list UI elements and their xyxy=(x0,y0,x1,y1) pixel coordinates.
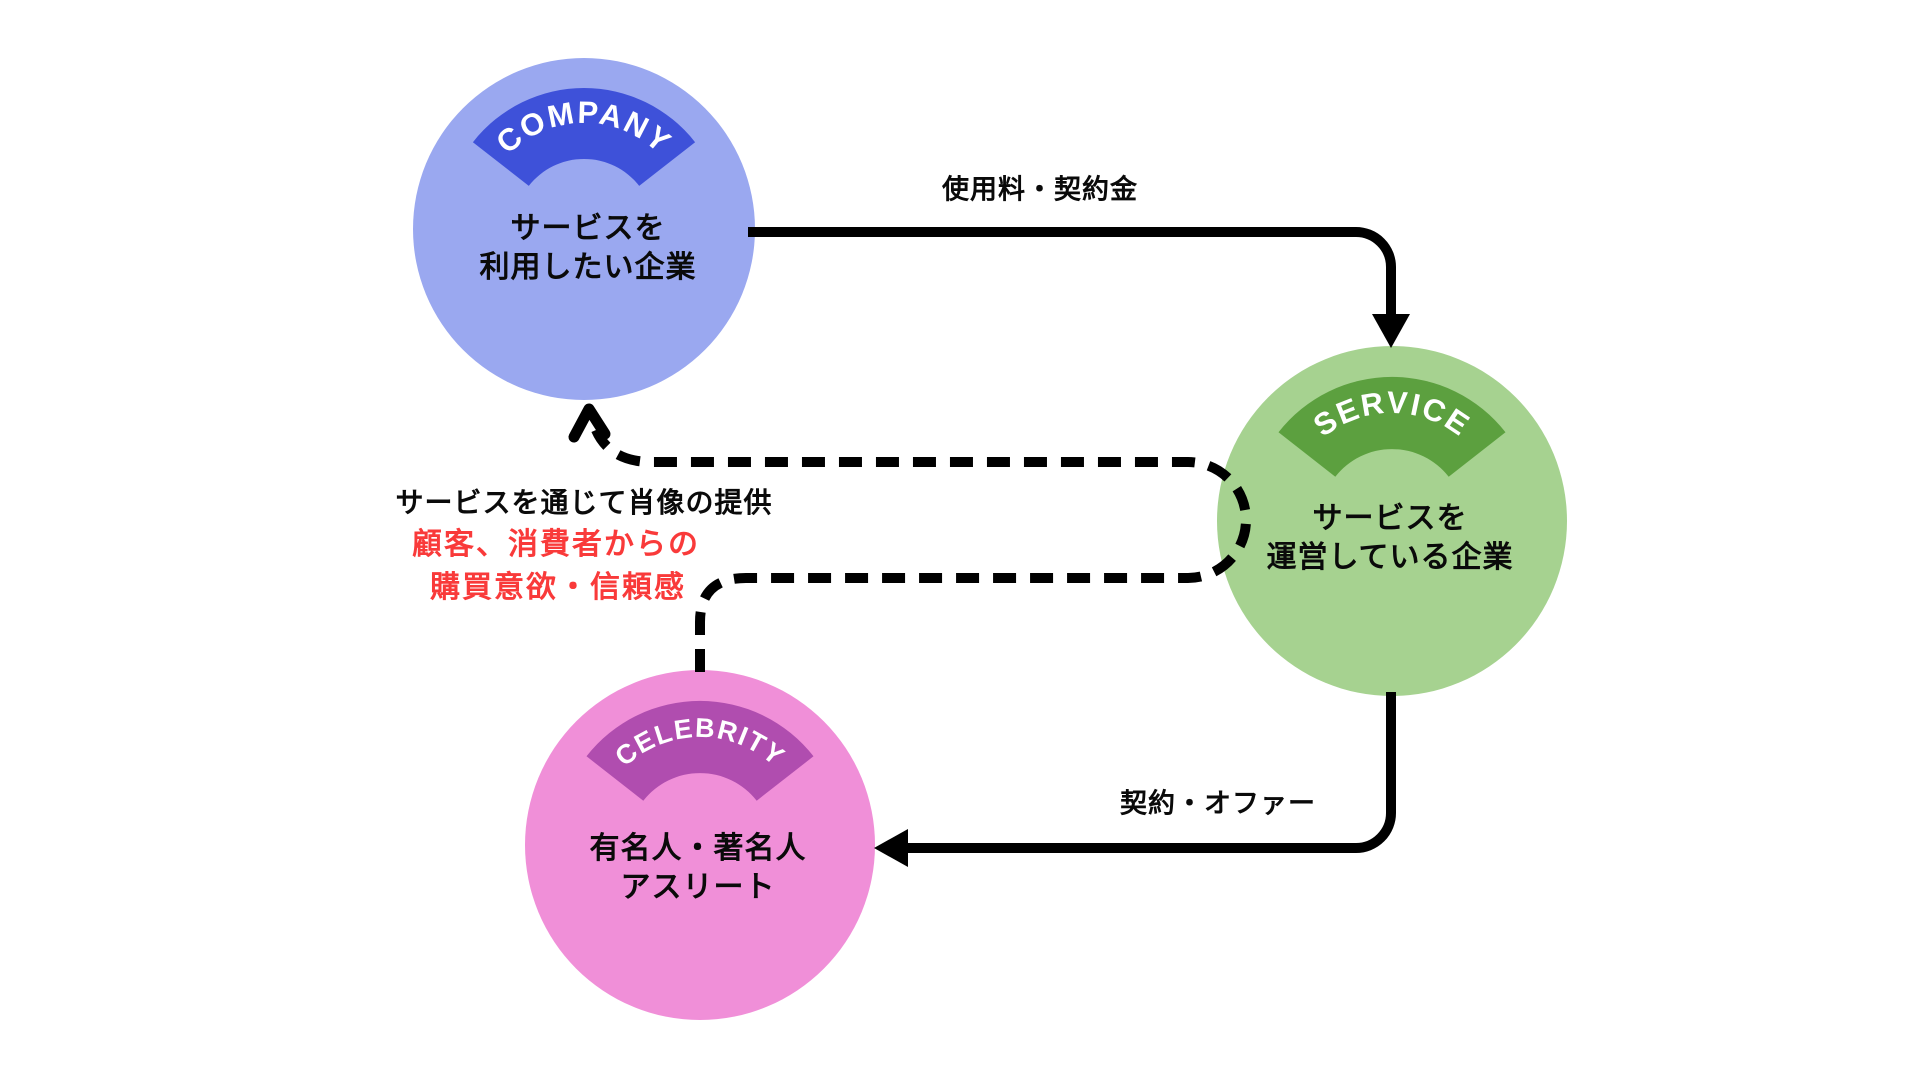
celebrity-label: 有名人・著名人 アスリート xyxy=(590,829,807,907)
contract-offer-label: 契約・オファー xyxy=(1120,788,1316,819)
consumer-trust-label-line1: 顧客、消費者からの xyxy=(412,528,700,561)
company-badge-ribbon xyxy=(472,88,696,186)
celebrity-badge-ribbon xyxy=(586,700,814,801)
service-to-celebrity-arrow xyxy=(874,692,1396,867)
consumer-trust-label-line2: 購買意欲・信頼感 xyxy=(430,571,686,604)
portrait-provision-label: サービスを通じて肖像の提供 xyxy=(395,487,773,518)
celebrity-label-line2: アスリート xyxy=(620,871,776,904)
celebrity-to-company-dashed-arrow xyxy=(568,403,1251,672)
company-label: サービスを 利用したい企業 xyxy=(480,209,697,287)
service-badge-ribbon xyxy=(1278,376,1506,477)
usage-fee-label: 使用料・契約金 xyxy=(942,174,1138,205)
company-label-line1: サービスを xyxy=(510,212,666,245)
celebrity-label-line1: 有名人・著名人 xyxy=(589,832,807,865)
company-to-service-arrow xyxy=(748,227,1410,348)
arrowhead-up-icon xyxy=(568,403,611,443)
service-label-line1: サービスを xyxy=(1312,502,1468,535)
arrowhead-left-icon xyxy=(874,829,908,867)
company-label-line2: 利用したい企業 xyxy=(479,251,697,284)
service-label: サービスを 運営している企業 xyxy=(1266,499,1513,577)
service-label-line2: 運営している企業 xyxy=(1266,541,1514,574)
arrowhead-down-icon xyxy=(1372,314,1410,348)
